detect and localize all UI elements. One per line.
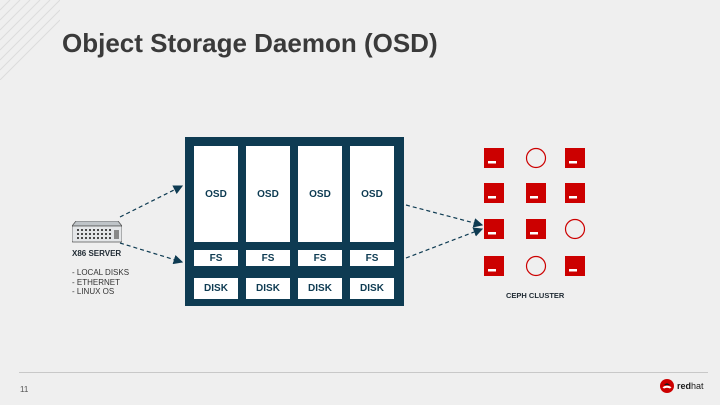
arrow-server-to-fs <box>119 242 184 265</box>
cluster-node-square-icon <box>484 183 504 203</box>
cluster-node-square-icon <box>484 219 504 239</box>
server-icon <box>72 221 122 243</box>
fs-block: FS <box>298 250 342 266</box>
server-spec-list: - LOCAL DISKS - ETHERNET - LINUX OS <box>72 268 129 297</box>
cluster-node-square-icon <box>484 148 504 168</box>
fs-block: FS <box>194 250 238 266</box>
disk-block: DISK <box>298 278 342 299</box>
page-number: 11 <box>20 385 29 394</box>
server-label: X86 SERVER <box>72 249 122 258</box>
cluster-node-square-icon <box>526 183 546 203</box>
osd-block: OSD <box>246 146 290 242</box>
arrow-server-to-osd <box>119 185 184 218</box>
cluster-node-circle-icon <box>564 218 586 240</box>
fs-block: FS <box>246 250 290 266</box>
disk-block: DISK <box>194 278 238 299</box>
fs-block: FS <box>350 250 394 266</box>
cluster-node-square-icon <box>526 219 546 239</box>
storage-node-frame: OSD OSD OSD OSD FS FS FS FS DISK DISK DI… <box>185 137 404 306</box>
slide-title: Object Storage Daemon (OSD) <box>62 28 438 58</box>
osd-block: OSD <box>194 146 238 242</box>
redhat-logo: redhat <box>660 379 704 393</box>
footer-divider <box>19 372 708 373</box>
cluster-node-square-icon <box>565 183 585 203</box>
disk-block: DISK <box>246 278 290 299</box>
cluster-node-circle-icon <box>525 147 547 169</box>
cluster-node-square-icon <box>565 256 585 276</box>
cluster-node-square-icon <box>565 148 585 168</box>
shadowman-icon <box>660 379 674 393</box>
cluster-node-circle-icon <box>525 255 547 277</box>
cluster-label: CEPH CLUSTER <box>506 291 565 300</box>
disk-block: DISK <box>350 278 394 299</box>
server-spec-item: - ETHERNET <box>72 277 120 287</box>
osd-block: OSD <box>298 146 342 242</box>
osd-block: OSD <box>350 146 394 242</box>
server-spec-item: - LOCAL DISKS <box>72 268 130 277</box>
logo-wordmark: redhat <box>677 381 704 391</box>
cluster-node-square-icon <box>484 256 504 276</box>
decorative-diagonal-lines <box>0 0 60 80</box>
server-spec-item: - LINUX OS <box>72 287 115 296</box>
arrow-node-to-cluster-top <box>405 204 484 228</box>
